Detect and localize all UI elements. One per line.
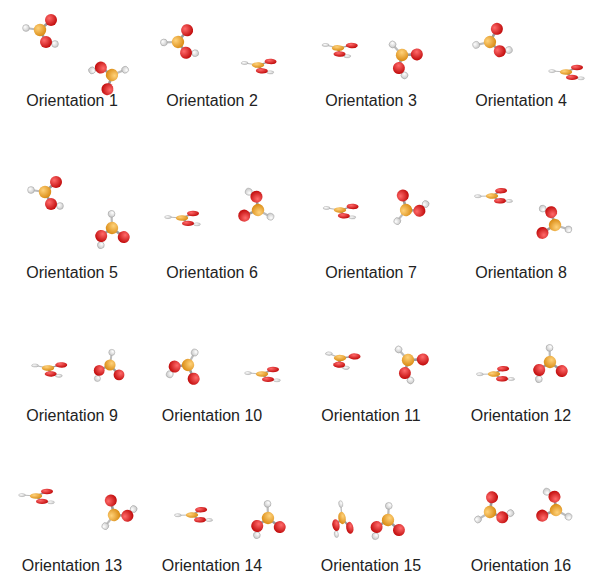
molecule-pair — [23, 14, 135, 98]
molecule-pair — [28, 176, 131, 249]
orientation-label: Orientation 7 — [325, 263, 417, 283]
molecule-pair — [19, 489, 139, 539]
orientation-label: Orientation 11 — [321, 406, 420, 426]
orientation-label: Orientation 2 — [166, 91, 258, 111]
molecule-pair — [316, 337, 432, 386]
molecule-pair — [468, 21, 584, 80]
orientation-label: Orientation 8 — [475, 263, 567, 283]
molecule-pair — [27, 349, 125, 381]
orientation-label: Orientation 13 — [22, 556, 123, 576]
orientation-label: Orientation 1 — [26, 91, 118, 111]
molecule-pair — [328, 499, 405, 540]
molecule-pair — [165, 187, 281, 231]
orientation-label: Orientation 12 — [471, 406, 572, 426]
molecule-pair — [315, 32, 426, 81]
orientation-label: Orientation 5 — [26, 263, 118, 283]
orientation-label: Orientation 15 — [321, 556, 422, 576]
orientation-label: Orientation 9 — [26, 406, 118, 426]
orientation-label: Orientation 6 — [166, 263, 258, 283]
molecule-pair — [472, 187, 575, 243]
orientation-label: Orientation 16 — [471, 556, 572, 576]
molecule-pair — [320, 186, 431, 234]
molecule-pair — [158, 23, 279, 74]
orientation-label: Orientation 4 — [475, 91, 567, 111]
orientation-label: Orientation 3 — [325, 91, 417, 111]
orientation-label: Orientation 10 — [162, 406, 263, 426]
orientation-label: Orientation 14 — [162, 556, 263, 576]
molecule-pair — [165, 342, 281, 387]
molecule-pair — [466, 487, 578, 537]
molecule-pair — [474, 342, 569, 383]
molecule-pair — [172, 498, 287, 539]
